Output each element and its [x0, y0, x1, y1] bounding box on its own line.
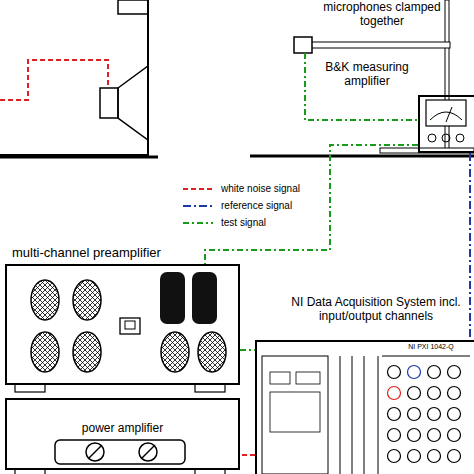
- legend-row: reference signal: [183, 197, 300, 214]
- signal-connector: [240, 455, 255, 456]
- legend-row: test signal: [183, 214, 300, 231]
- legend-text: reference signal: [221, 200, 292, 211]
- legend: white noise signal reference signal test s…: [183, 180, 300, 231]
- power-amplifier-box: power amplifier: [5, 398, 240, 470]
- measuring-amplifier: B&K measuring amplifier: [418, 95, 474, 153]
- signal-connector: [240, 350, 255, 351]
- node-heading: multi-channel preamplifier: [12, 246, 212, 261]
- legend-line-sample: [183, 186, 213, 192]
- legend-row: white noise signal: [183, 180, 300, 197]
- legend-text: white noise signal: [221, 183, 300, 194]
- preamplifier-box: multi-channel preamplifier: [5, 264, 240, 385]
- legend-line-sample: [183, 203, 213, 209]
- model-label: NI PXI 1042-Q: [392, 343, 470, 351]
- node-label: power amplifier: [7, 422, 238, 436]
- component-label: microphones clamped together: [323, 1, 441, 29]
- node-heading: NI Data Acquisition System incl. input/o…: [287, 296, 465, 324]
- daq-chassis: NI Data Acquisition System incl. input/o…: [255, 340, 474, 474]
- signal-connector: [470, 153, 471, 340]
- legend-text: test signal: [221, 217, 266, 228]
- signal-connector: [205, 145, 418, 264]
- legend-line-sample: [183, 220, 213, 226]
- node-heading: B&K measuring amplifier: [317, 61, 417, 89]
